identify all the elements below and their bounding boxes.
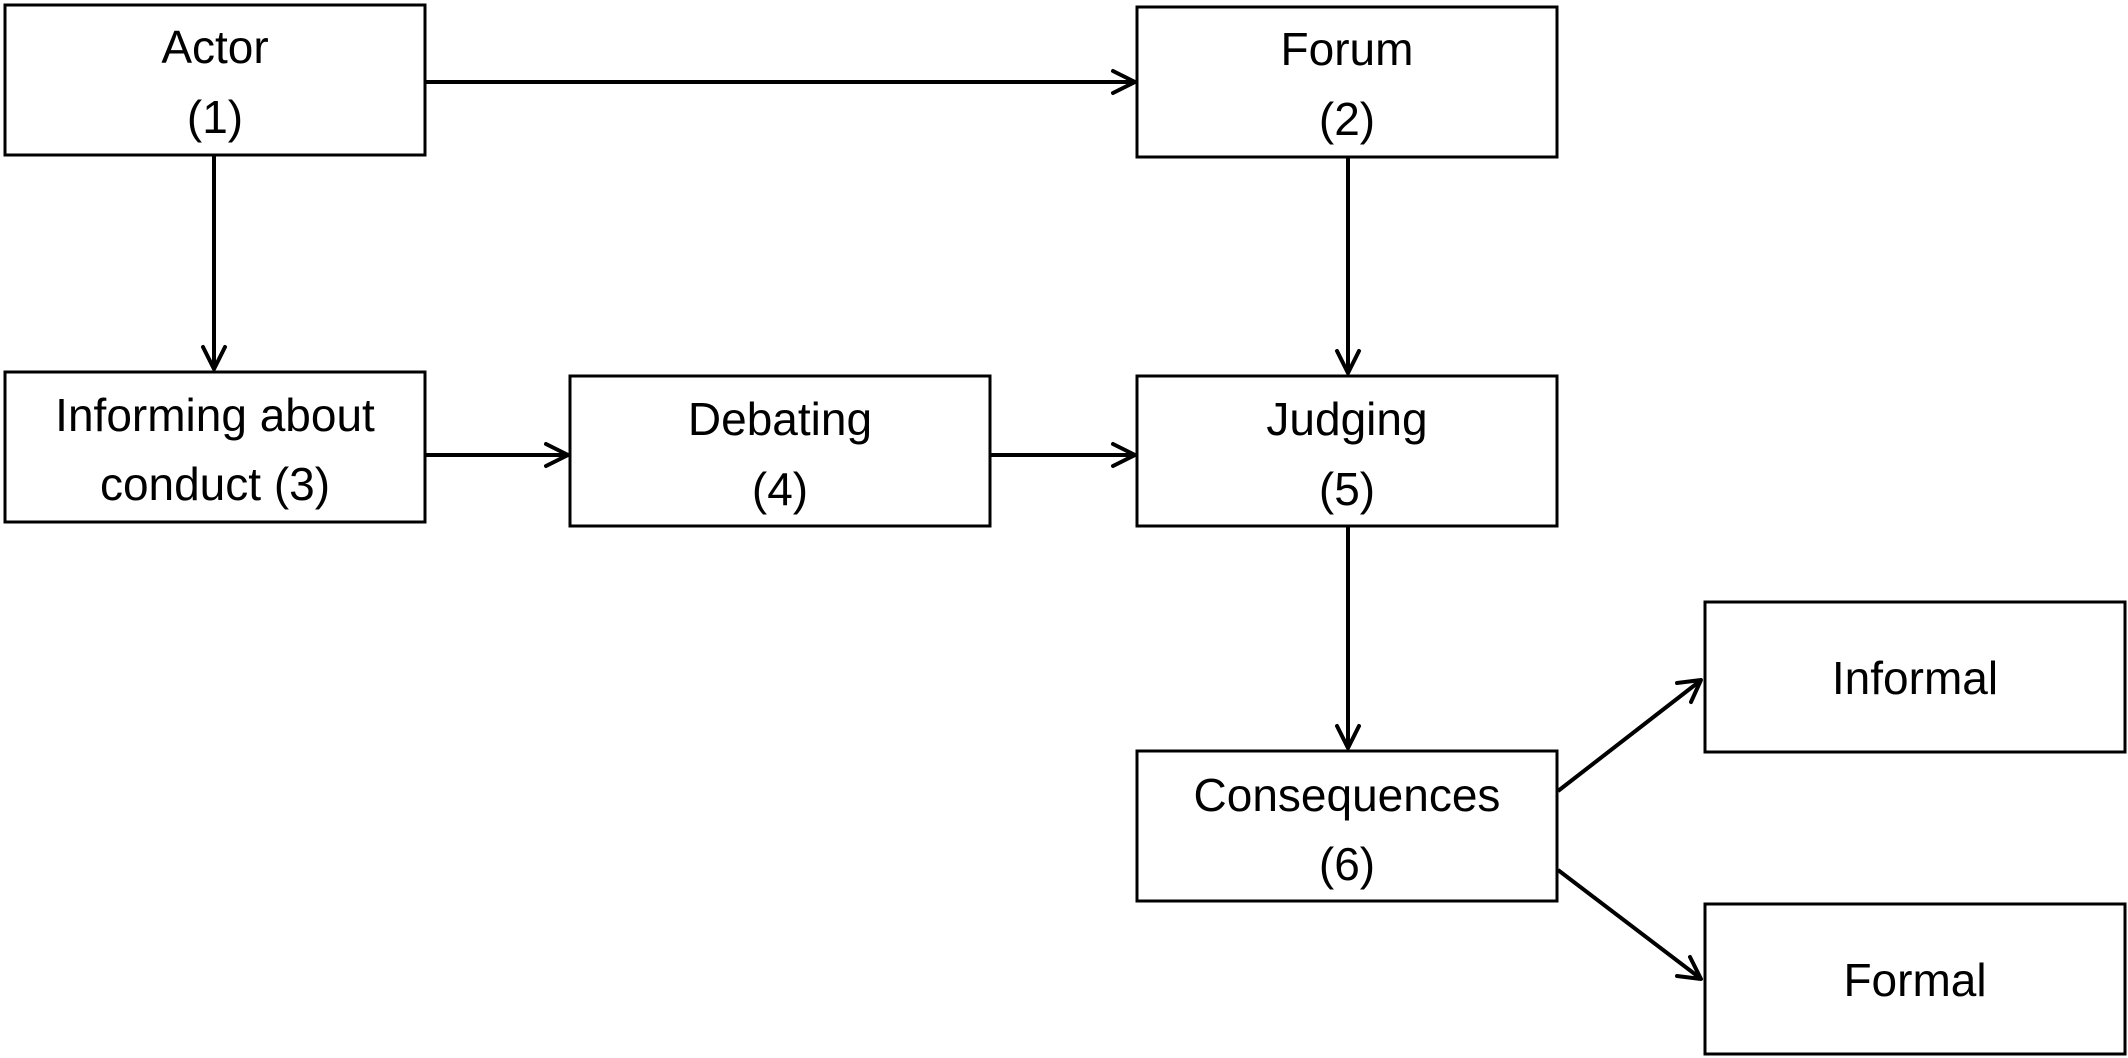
node-debating: Debating (4) — [568, 374, 992, 528]
edge-debating-to-judging — [990, 442, 1137, 468]
edge-forum-to-judging — [1335, 157, 1361, 375]
edge-judging-to-consequences — [1335, 527, 1361, 750]
node-forum-line-1: Forum — [1281, 23, 1414, 75]
edge-actor-to-forum — [425, 69, 1137, 95]
node-actor-line-1: Actor — [161, 21, 268, 73]
node-debating-line-1: Debating — [688, 393, 872, 445]
node-actor-line-2: (1) — [187, 91, 243, 143]
node-formal: Formal — [1703, 902, 2127, 1056]
node-actor: Actor (1) — [3, 3, 427, 157]
node-judging-line-1: Judging — [1266, 393, 1427, 445]
node-formal-line-1: Formal — [1843, 954, 1986, 1006]
node-informing-line-1: Informing about — [55, 389, 375, 441]
node-informing-line-2: conduct (3) — [100, 458, 330, 510]
edge-informing-to-debating — [425, 442, 570, 468]
node-consequences: Consequences (6) — [1135, 749, 1559, 903]
edge-consequences-to-formal — [1556, 868, 1703, 981]
node-informing: Informing about conduct (3) — [3, 370, 427, 524]
node-judging: Judging (5) — [1135, 374, 1559, 528]
node-consequences-line-2: (6) — [1319, 838, 1375, 890]
node-forum: Forum (2) — [1135, 5, 1559, 159]
node-forum-line-2: (2) — [1319, 93, 1375, 145]
node-debating-line-2: (4) — [752, 463, 808, 515]
edge-actor-to-informing — [201, 155, 227, 371]
edge-consequences-to-informal — [1556, 678, 1703, 793]
node-informal: Informal — [1703, 600, 2127, 754]
node-judging-line-2: (5) — [1319, 463, 1375, 515]
node-informal-line-1: Informal — [1832, 652, 1998, 704]
node-consequences-line-1: Consequences — [1194, 769, 1501, 821]
